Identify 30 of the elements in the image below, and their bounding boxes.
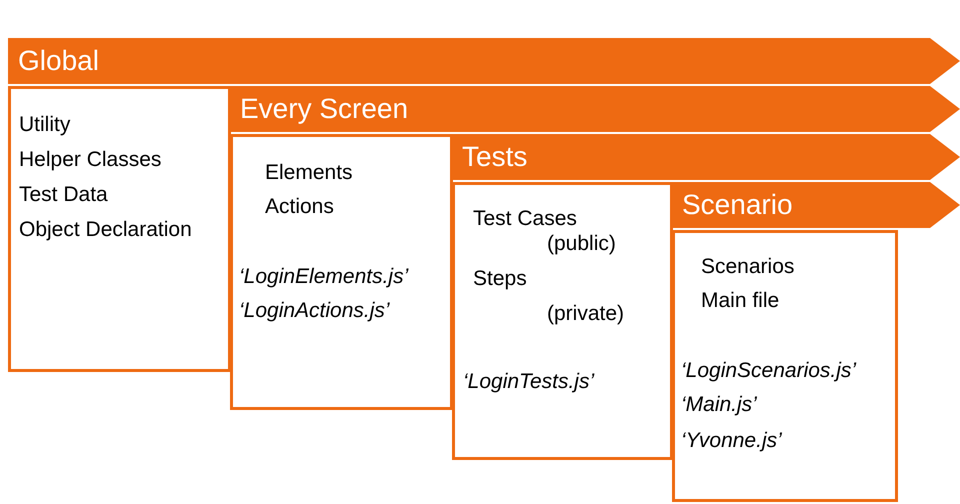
list-item: Test Cases [473, 207, 577, 231]
list-item: Elements [265, 161, 353, 185]
arrow-banner [452, 134, 960, 180]
content-panel [672, 230, 898, 502]
list-item: Test Data [19, 183, 108, 207]
file-name: ‘LoginActions.js’ [239, 299, 390, 323]
arrow-banner [230, 86, 960, 132]
content-panel [230, 134, 453, 410]
arrow-banner [672, 182, 960, 228]
list-item: Actions [265, 195, 334, 219]
content-panel [8, 86, 231, 372]
arrow-banner [8, 38, 960, 84]
list-item: Scenarios [701, 255, 794, 279]
list-item: (private) [547, 302, 624, 326]
list-item: (public) [547, 232, 616, 256]
file-name: ‘Main.js’ [681, 393, 757, 417]
banner-title: Every Screen [240, 93, 408, 125]
banner-title: Scenario [682, 189, 793, 221]
list-item: Utility [19, 113, 70, 137]
banner-title: Global [18, 45, 99, 77]
file-name: ‘LoginTests.js’ [463, 370, 594, 394]
list-item: Object Declaration [19, 218, 192, 242]
list-item: Main file [701, 289, 780, 313]
content-panel [452, 182, 673, 460]
list-item: Helper Classes [19, 148, 162, 172]
file-name: ‘Yvonne.js’ [681, 429, 782, 453]
file-name: ‘LoginElements.js’ [239, 265, 408, 289]
list-item: Steps [473, 267, 527, 291]
file-name: ‘LoginScenarios.js’ [681, 359, 856, 383]
banner-title: Tests [462, 141, 528, 173]
